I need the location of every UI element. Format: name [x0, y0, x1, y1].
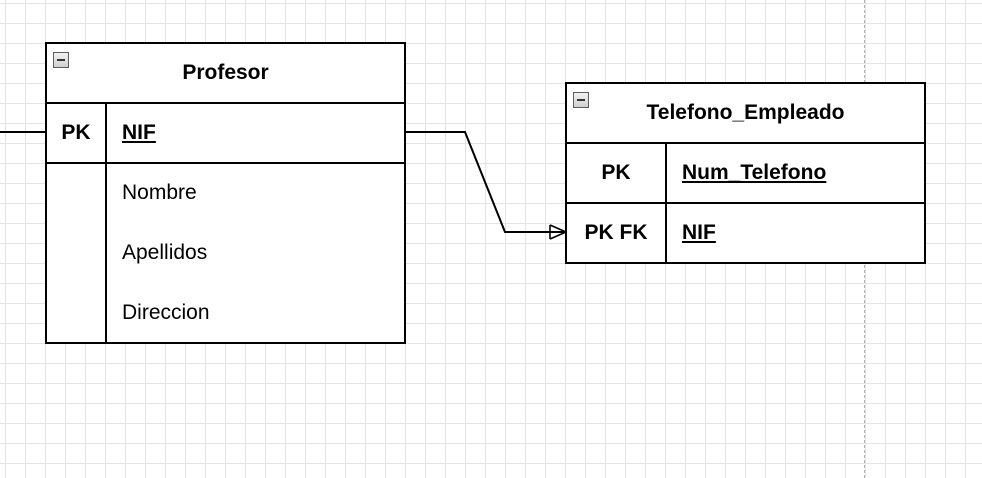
- entity-telefono-empleado[interactable]: Telefono_Empleado PK Num_Telefono PK FK …: [565, 82, 926, 264]
- attribute-key-column: [47, 164, 107, 344]
- attribute-apellidos[interactable]: Apellidos: [122, 241, 208, 264]
- key-row-nif[interactable]: PK FK NIF: [567, 204, 924, 264]
- entity-profesor[interactable]: Profesor PK NIF Nombre Apellidos Direcci…: [45, 42, 406, 344]
- key-label: PK FK: [567, 204, 667, 262]
- entity-header: Telefono_Empleado: [567, 84, 924, 144]
- key-label: PK: [47, 104, 107, 162]
- field-name: NIF: [682, 221, 716, 244]
- crows-foot-many-marker: [549, 224, 567, 240]
- entity-title: Telefono_Empleado: [646, 101, 845, 124]
- attribute-list: Nombre Apellidos Direccion: [47, 164, 404, 344]
- key-row-nif[interactable]: PK NIF: [47, 104, 404, 164]
- collapse-icon[interactable]: [53, 52, 69, 68]
- relationship-connector[interactable]: [406, 131, 566, 233]
- key-label: PK: [567, 144, 667, 202]
- collapse-icon[interactable]: [573, 92, 589, 108]
- entity-title: Profesor: [182, 61, 269, 84]
- field-name: Num_Telefono: [682, 161, 827, 184]
- attribute-nombre[interactable]: Nombre: [122, 181, 197, 204]
- key-row-num-telefono[interactable]: PK Num_Telefono: [567, 144, 924, 204]
- entity-header: Profesor: [47, 44, 404, 104]
- attribute-direccion[interactable]: Direccion: [122, 301, 210, 324]
- field-name: NIF: [122, 121, 156, 144]
